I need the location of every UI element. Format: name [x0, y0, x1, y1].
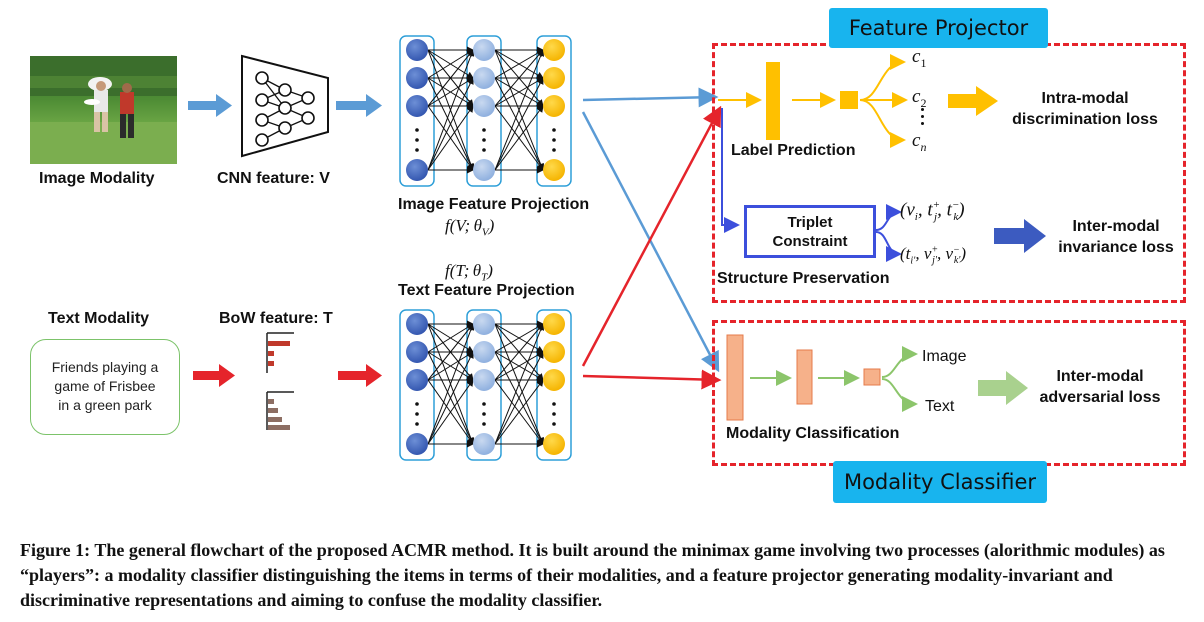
bow-feature-label: BoW feature: T [219, 310, 333, 327]
image-modality-photo [30, 56, 177, 164]
adversarial-loss-line-1: Inter-modal [1056, 368, 1144, 385]
adversarial-loss-line-2: adversarial loss [1039, 389, 1161, 406]
image-projection-network [399, 35, 572, 187]
triplet-image-anchor: (vi, t+j, t−k) [900, 199, 965, 224]
text-sample-line-2: game of Frisbee [54, 378, 156, 394]
text-sample-line-1: Friends playing a [51, 359, 159, 375]
class-branch-c1 [859, 54, 906, 101]
invariance-loss-line-2: invariance loss [1058, 239, 1174, 256]
triplet-box-line-2: Constraint [772, 233, 848, 250]
label-pred-bar-small [840, 91, 858, 109]
modality-classification-label: Modality Classification [726, 425, 900, 442]
text-projection-label: Text Feature Projection [398, 282, 575, 299]
image-to-cnn-arrow [188, 94, 232, 117]
text-to-modality-classifier-line [582, 369, 722, 390]
intra-loss-line-1: Intra-modal [1041, 90, 1129, 107]
triplet-text-anchor: (ti', v+j', v−k') [900, 244, 967, 267]
triplet-constraint-box: Triplet Constraint [744, 205, 876, 258]
adversarial-loss-arrow [978, 371, 1028, 405]
cnn-feature-label: CNN feature: V [217, 170, 330, 187]
figure-caption: Figure 1: The general flowchart of the p… [20, 540, 1165, 610]
triplet-branch-bottom [875, 231, 902, 262]
class-branch-cn [859, 99, 906, 148]
cnn-network-icon [241, 54, 329, 158]
class-cn-label: cn [912, 130, 927, 154]
intra-loss-arrow [948, 86, 998, 116]
text-modality-sample: Friends playing a game of Frisbee in a g… [30, 339, 180, 435]
class-c2-label: c2 [912, 86, 927, 110]
inter-invariance-loss-arrow [994, 219, 1046, 253]
modality-branch-image [881, 346, 918, 378]
intra-loss-line-2: discrimination loss [1012, 111, 1158, 128]
modality-output-image: Image [922, 348, 967, 365]
structure-preservation-label: Structure Preservation [717, 270, 890, 287]
bow-to-projection-arrow [338, 364, 382, 387]
bow-feature-icon [266, 332, 294, 430]
modality-classifier-tag: Modality Classifier [833, 461, 1047, 503]
text-modality-label: Text Modality [48, 310, 150, 327]
text-projection-network [399, 309, 572, 461]
modality-branch-text [881, 378, 918, 412]
label-pred-bar-large [766, 62, 780, 140]
feature-projector-tag: Feature Projector [829, 8, 1048, 48]
image-projection-label: Image Feature Projection [398, 196, 590, 213]
intra-modal-loss-label: Intra-modal discrimination loss [1005, 88, 1165, 130]
class-ellipsis [921, 108, 925, 125]
triplet-input-arrow [721, 108, 740, 233]
image-to-feature-projector-line [582, 87, 719, 108]
modality-output-text: Text [925, 398, 955, 415]
adversarial-loss-label: Inter-modal adversarial loss [1030, 366, 1170, 408]
cnn-to-projection-arrow [336, 94, 382, 117]
modality-bar-small [863, 368, 881, 386]
text-projection-formula: f(T; θT) [445, 261, 493, 284]
image-modality-label: Image Modality [39, 170, 155, 187]
modality-bar-large [726, 334, 744, 421]
triplet-box-line-1: Triplet [787, 214, 833, 231]
text-sample-line-3: in a green park [58, 397, 152, 413]
label-prediction-label: Label Prediction [731, 142, 856, 159]
text-to-feature-projector-line [581, 105, 722, 367]
class-c1-label: c1 [912, 46, 927, 70]
triplet-branch-top [875, 204, 902, 231]
text-to-bow-arrow [193, 364, 235, 387]
modality-bar-mid [796, 349, 813, 405]
invariance-loss-line-1: Inter-modal [1072, 218, 1160, 235]
diagram-canvas [188, 35, 1046, 461]
inter-invariance-loss-label: Inter-modal invariance loss [1046, 216, 1186, 258]
image-projection-formula: f(V; θV) [445, 216, 495, 239]
